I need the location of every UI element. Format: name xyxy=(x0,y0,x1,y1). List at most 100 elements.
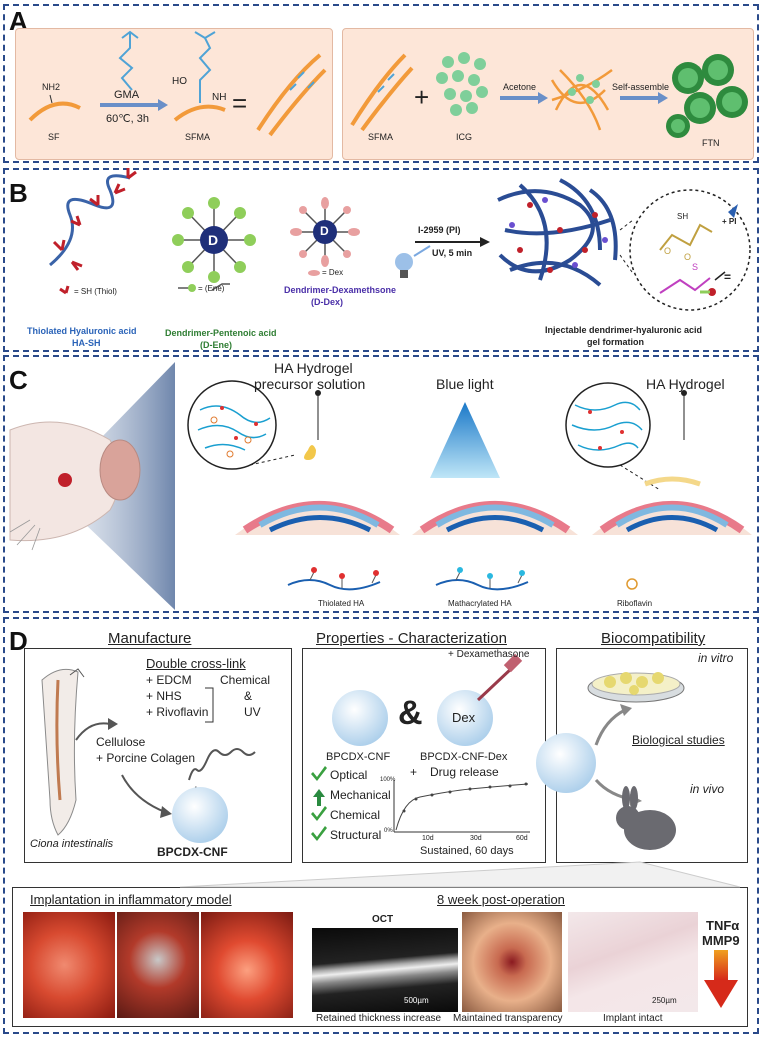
plus-drug: + xyxy=(410,765,418,779)
collagen-arrow xyxy=(121,774,166,813)
chart-x60: 60d xyxy=(516,835,528,842)
plus-sign-a: + xyxy=(414,82,430,112)
d-dex-title-2: (D-Dex) xyxy=(311,297,344,307)
d-ene-title-1: Dendrimer-Pentenoic acid xyxy=(165,328,277,338)
sfma-arm xyxy=(194,31,216,103)
precursor-label-1: HA Hydrogel xyxy=(274,360,353,376)
drop xyxy=(304,445,316,460)
maintained-label: Maintained transparency xyxy=(453,1013,563,1024)
sfma-fibers-1 xyxy=(256,53,322,132)
dex-label: Dex xyxy=(452,710,476,725)
sh-label: SH xyxy=(677,212,689,221)
o-label-2: O xyxy=(684,252,692,262)
panel-b-graphics xyxy=(49,168,751,311)
biocompatibility-title: Biocompatibility xyxy=(601,630,706,647)
panel-a-graphics xyxy=(28,30,748,138)
self-assemble-arrowhead xyxy=(658,92,668,104)
cellulose-label: Cellulose xyxy=(96,735,146,749)
thiolated-ha-label: Thiolated HA xyxy=(318,599,365,608)
scale-250: 250µm xyxy=(652,996,677,1005)
ftn-label: FTN xyxy=(702,138,720,148)
hydrogel-zoom-circle xyxy=(565,382,651,468)
sfma-fibers-2 xyxy=(268,68,327,137)
d-ene-core-label: D xyxy=(208,232,219,248)
panel-d-label: D xyxy=(9,626,28,656)
chart-x10: 10d xyxy=(422,835,434,842)
properties-title: Properties - Characterization xyxy=(316,630,507,647)
histology-image xyxy=(568,912,698,1012)
ftn-spheres xyxy=(666,54,748,138)
sfma-ho-label: HO xyxy=(172,76,187,87)
sustained-label: Sustained, 60 days xyxy=(420,845,514,857)
panel-a xyxy=(3,4,759,163)
dex-legend: = Dex xyxy=(322,268,344,277)
hydrogel-label: HA Hydrogel xyxy=(646,376,725,392)
chart-y0: 0% xyxy=(384,828,393,834)
uv-label: UV, 5 min xyxy=(432,248,473,258)
syringe-icon xyxy=(476,666,514,702)
riboflavin-label: Riboflavin xyxy=(617,599,653,608)
eye-cross-section-3 xyxy=(592,476,752,535)
tnf-label: TNFα xyxy=(706,918,740,933)
thiolated-ha-legend xyxy=(287,567,381,591)
bpcdx-cnf-dex-title: BPCDX-CNF-Dex xyxy=(420,751,508,763)
panel-b-label: B xyxy=(9,178,28,208)
sf-label: SF xyxy=(48,132,60,142)
ciona-label: Ciona intestinalis xyxy=(30,838,114,850)
chart-y100: 100% xyxy=(380,777,396,783)
petri-dish-icon xyxy=(587,672,685,703)
panel-d xyxy=(3,617,759,1034)
double-crosslink-label: Double cross-link xyxy=(146,656,246,671)
mouse-illustration xyxy=(9,421,141,551)
plus-pi-label: + PI xyxy=(722,217,737,226)
mechanical-label: Mechanical xyxy=(330,788,391,802)
drug-release-label: Drug release xyxy=(430,765,499,779)
d-dex-core-label: D xyxy=(320,224,329,238)
icg-particles xyxy=(436,52,488,116)
colagen-label: + Porcine Colagen xyxy=(96,751,196,765)
blue-light-cone xyxy=(430,402,500,478)
manufacture-title: Manufacture xyxy=(108,630,192,647)
properties-box xyxy=(302,648,546,863)
sf-nh2-label: NH2 xyxy=(42,82,61,92)
bpcdx-cnf-title: BPCDX-CNF xyxy=(326,751,391,763)
s-label: S xyxy=(692,262,699,272)
sfma-nh-label: NH xyxy=(212,92,227,103)
sfma-label-2: SFMA xyxy=(368,132,394,142)
ha-sh-title-1: Thiolated Hyaluronic acid xyxy=(27,326,137,336)
oct-image xyxy=(312,928,458,1012)
sf-nh2-bond xyxy=(49,94,53,104)
bpcdx-cnf-sphere xyxy=(332,690,388,746)
uv-wave xyxy=(188,748,256,781)
chemical-amp: & xyxy=(244,689,253,703)
methacrylated-ha-legend xyxy=(435,567,529,591)
sfma-fibers-4 xyxy=(360,66,414,132)
structural-label: Structural xyxy=(330,828,382,842)
uv-label-d: UV xyxy=(244,705,261,719)
thiol-groups xyxy=(52,168,137,271)
gma-condition: 60℃, 3h xyxy=(106,113,149,125)
self-assemble-label: Self-assemble xyxy=(612,82,670,92)
retained-label: Retained thickness increase xyxy=(316,1013,442,1024)
pi-label: I-2959 (PI) xyxy=(418,225,461,235)
panel-a-right-box xyxy=(342,28,754,160)
chemical-label-1: Chemical xyxy=(220,673,271,687)
implantation-photo-3 xyxy=(201,912,293,1018)
gel-title-2: gel formation xyxy=(587,337,645,347)
sfma-fibers-3 xyxy=(350,53,407,127)
transparency-photo xyxy=(462,912,562,1012)
ciona-illustration xyxy=(41,668,85,836)
in-vivo-label: in vivo xyxy=(690,782,725,796)
sfma-label-1: SFMA xyxy=(185,132,211,142)
ha-sh-chain xyxy=(49,174,131,267)
rabbit-icon xyxy=(616,786,676,850)
eye-cross-section-1 xyxy=(235,501,400,535)
d-dex-dendrimer xyxy=(290,197,360,267)
acetone-label: Acetone xyxy=(503,82,537,92)
post-op-title: 8 week post-operation xyxy=(437,892,565,907)
mechanical-up-arrow xyxy=(313,789,325,806)
bpcdx-cnf-dex-sphere xyxy=(437,690,493,746)
chart-x30: 30d xyxy=(470,835,482,842)
bpcdx-sphere-2 xyxy=(536,733,596,793)
